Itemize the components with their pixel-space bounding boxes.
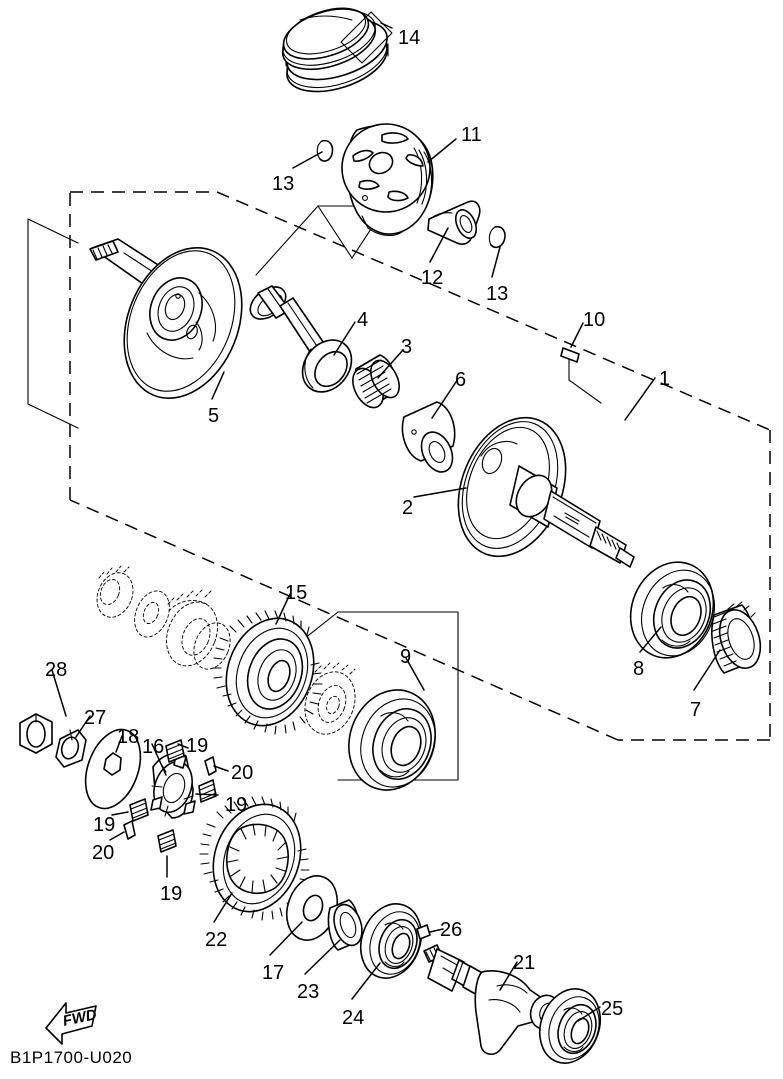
callout-15: 15	[285, 582, 308, 604]
callout-26: 26	[440, 919, 463, 941]
damper-hub-16	[150, 752, 196, 819]
crank-pin-6	[401, 401, 456, 473]
callout-24: 24	[342, 1007, 365, 1029]
drive-pinion-gear-7	[711, 601, 762, 674]
piston-11	[341, 123, 434, 237]
diagram-code: B1P1700-U020	[10, 1048, 133, 1067]
phantom-gear-right	[304, 662, 356, 735]
crankshaft-ball-bearing-8	[629, 561, 715, 659]
callout-19-right: 19	[225, 794, 248, 816]
balancer-driven-gear-22	[199, 796, 310, 921]
balancer-bearing-25	[539, 988, 601, 1064]
crank-wheel-left-5	[89, 238, 243, 399]
callout-5: 5	[208, 405, 220, 427]
woodruff-key-10	[560, 347, 580, 363]
fwd-arrow: FWD	[45, 1002, 98, 1045]
piston-pin-clip-13-left	[316, 139, 334, 162]
balancer-collar-23	[327, 899, 363, 951]
callout-13-left: 13	[272, 173, 295, 195]
callout-20-right: 20	[231, 762, 254, 784]
balancer-shaft-21	[423, 944, 561, 1055]
callout-19-top: 19	[186, 735, 209, 757]
crank-wheel-right-2	[457, 416, 635, 568]
callout-19-bottom: 19	[160, 883, 183, 905]
callout-12: 12	[421, 267, 444, 289]
callout-21: 21	[513, 952, 536, 974]
callout-17: 17	[262, 962, 285, 984]
callout-1: 1	[659, 368, 671, 390]
callout-14-leader	[340, 11, 393, 64]
balancer-key-26	[416, 924, 431, 940]
assembly-boundary-1	[69, 191, 771, 741]
callout-10: 10	[583, 309, 606, 331]
crank-left-frame	[27, 218, 79, 429]
callout-20-left: 20	[92, 842, 115, 864]
callout-14: 14	[398, 27, 421, 49]
callout-16: 16	[142, 736, 165, 758]
connecting-rod-4	[249, 285, 353, 393]
callout-19-left: 19	[93, 814, 116, 836]
callout-9: 9	[400, 646, 412, 668]
callout-23: 23	[297, 981, 320, 1003]
key-leader-frame	[568, 354, 602, 404]
primary-drive-gear-15	[212, 610, 323, 735]
phantom-gear-cluster	[96, 565, 231, 670]
piston-ring-set-14	[281, 7, 389, 93]
callout-25: 25	[601, 998, 624, 1020]
callout-7: 7	[690, 699, 702, 721]
callout-13-right: 13	[486, 283, 509, 305]
piston-pin-clip-13-right	[488, 225, 506, 249]
lock-washer-27	[55, 729, 87, 768]
damper-spring-19-left	[129, 798, 149, 822]
callout-6: 6	[455, 369, 467, 391]
piston-pin-12	[427, 200, 481, 245]
balancer-bearing-24	[360, 903, 422, 979]
nut-28	[19, 713, 53, 754]
callout-22: 22	[205, 929, 228, 951]
callout-3: 3	[401, 336, 413, 358]
damper-pin-20-right	[204, 756, 217, 776]
leader-lines	[51, 138, 721, 1022]
callout-4: 4	[357, 309, 369, 331]
callout-11: 11	[461, 124, 482, 146]
callout-2: 2	[402, 497, 414, 519]
damper-pin-20-left	[123, 820, 136, 840]
damper-spring-19-bottom	[157, 829, 177, 853]
balancer-ball-bearing-9	[348, 689, 436, 791]
svg-text:FWD: FWD	[61, 1006, 98, 1030]
callout-27: 27	[84, 707, 107, 729]
big-end-needle-bearing-3	[352, 354, 400, 409]
callout-8: 8	[633, 658, 645, 680]
damper-plate-18	[84, 728, 142, 810]
callout-18: 18	[117, 726, 140, 748]
damper-spring-19-right	[198, 779, 217, 803]
callout-28: 28	[45, 659, 68, 681]
